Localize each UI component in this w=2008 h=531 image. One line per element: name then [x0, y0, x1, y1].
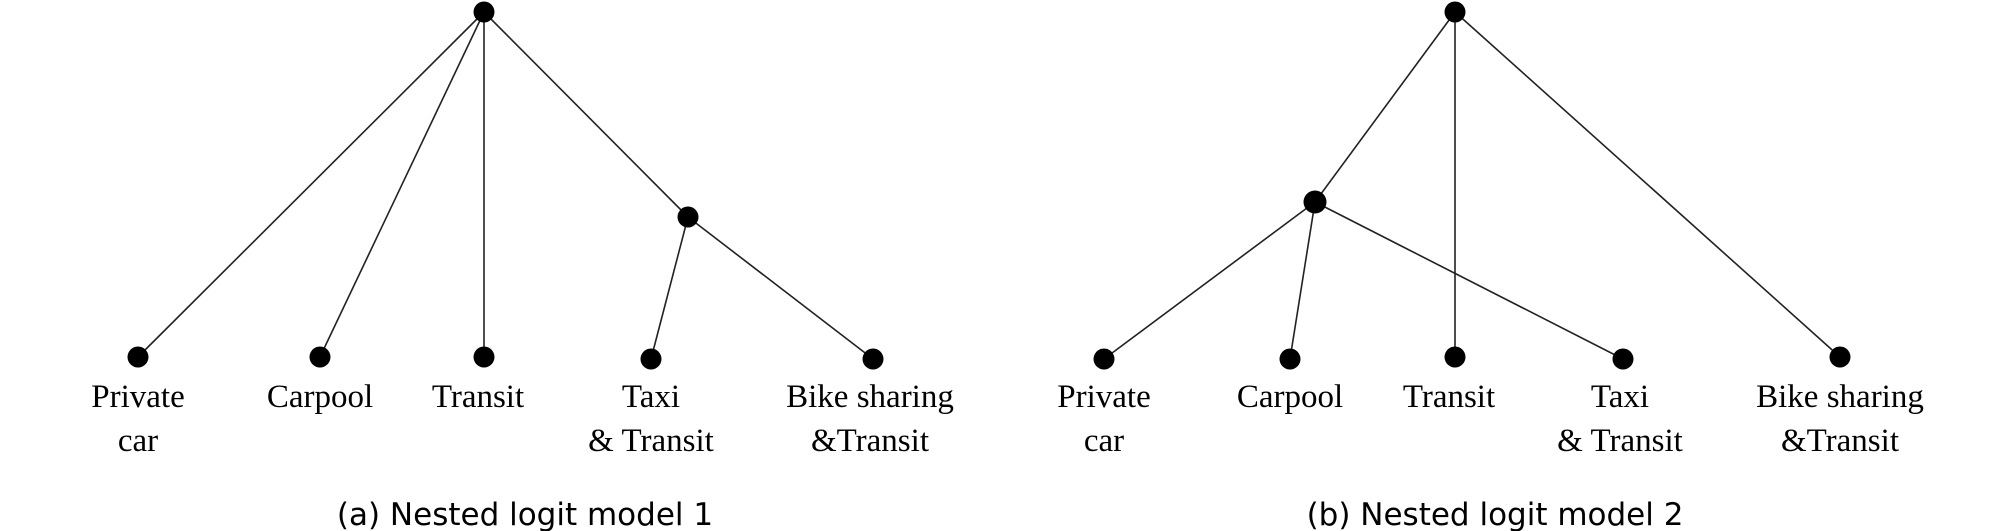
leaf-label-private-car-line2: car — [118, 423, 158, 459]
edge-nest-private-car — [1103, 201, 1316, 360]
leaf-node-bike-transit — [862, 348, 884, 370]
caption-b: (b) Nested logit model 2 — [1307, 497, 1684, 531]
edge-root-bike-transit — [1454, 11, 1841, 358]
tree-diagram-b: Private car Carpool Transit Taxi & Trans… — [1057, 1, 1924, 531]
leaf-label-taxi: Taxi — [622, 379, 680, 415]
leaf-label-bike-sharing: Bike sharing — [786, 379, 954, 415]
leaf-label-bike-transit-line2: &Transit — [811, 423, 929, 459]
leaf-node-transit — [1444, 346, 1466, 368]
leaf-label-carpool: Carpool — [1237, 379, 1343, 415]
leaf-label-private-car: Private — [91, 379, 184, 415]
leaf-label-taxi: Taxi — [1591, 379, 1649, 415]
root-node — [473, 1, 495, 23]
leaf-label-bike-transit-line2: &Transit — [1781, 423, 1899, 459]
edge-nest-taxi-transit — [650, 216, 689, 360]
caption-a: (a) Nested logit model 1 — [337, 497, 713, 531]
edge-root-private-car — [137, 11, 485, 358]
root-node — [1444, 1, 1466, 23]
leaf-label-transit: Transit — [432, 379, 524, 415]
edge-root-carpool — [319, 11, 485, 358]
leaf-node-taxi-transit — [640, 348, 662, 370]
edge-nest-carpool — [1289, 201, 1316, 360]
leaf-label-taxi-transit-line2: & Transit — [588, 423, 714, 459]
edge-nest-taxi-transit — [1314, 201, 1624, 360]
leaf-label-transit: Transit — [1403, 379, 1495, 415]
nest-node — [1303, 190, 1327, 214]
leaf-label-bike-sharing: Bike sharing — [1756, 379, 1924, 415]
leaf-node-transit — [473, 346, 495, 368]
leaf-label-carpool: Carpool — [267, 379, 373, 415]
tree-diagram-a: Private car Carpool Transit Taxi & Trans… — [91, 1, 954, 531]
leaf-label-private-car-line2: car — [1084, 423, 1124, 459]
leaf-label-taxi-transit-line2: & Transit — [1557, 423, 1683, 459]
edge-root-nest — [483, 11, 689, 218]
leaf-node-private-car — [127, 346, 149, 368]
nest-node — [677, 206, 699, 228]
leaf-label-private-car: Private — [1057, 379, 1150, 415]
leaf-node-private-car — [1093, 348, 1115, 370]
leaf-node-bike-transit — [1829, 346, 1851, 368]
edge-root-nest — [1314, 11, 1456, 203]
leaf-node-taxi-transit — [1612, 348, 1634, 370]
leaf-node-carpool — [309, 346, 331, 368]
edge-nest-bike-transit — [687, 216, 874, 360]
leaf-node-carpool — [1279, 348, 1301, 370]
